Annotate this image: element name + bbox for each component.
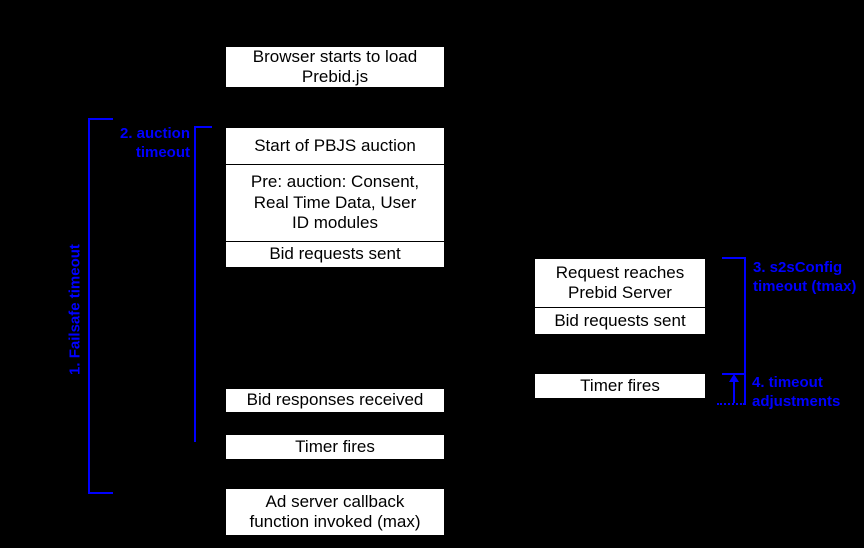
failsafe-bracket-bottom-tick (88, 492, 113, 494)
failsafe-bracket-line (88, 118, 90, 494)
timer-fires-client-box: Timer fires (225, 434, 445, 460)
adjustment-dotted-line (717, 403, 745, 405)
s2sconfig-bracket-line (744, 257, 746, 405)
s2sconfig-timeout-label: 3. s2sConfig timeout (tmax) (753, 259, 857, 295)
failsafe-bracket-top-tick (88, 118, 113, 120)
bid-responses-received-box: Bid responses received (225, 388, 445, 413)
bid-requests-sent-server-box: Bid requests sent (534, 307, 706, 335)
bid-requests-sent-client-box: Bid requests sent (225, 241, 445, 268)
timer-fires-server-box: Timer fires (534, 373, 706, 399)
start-auction-box: Start of PBJS auction (225, 127, 445, 165)
up-arrow-icon (733, 381, 735, 403)
timeout-adjustments-label: 4. timeout adjustments (752, 374, 841, 410)
pre-auction-modules-box: Pre: auction: Consent, Real Time Data, U… (225, 164, 445, 242)
auction-bracket-top-tick (194, 126, 212, 128)
failsafe-timeout-label: 1. Failsafe timeout (66, 244, 84, 375)
request-reaches-server-box: Request reaches Prebid Server (534, 258, 706, 308)
auction-bracket-line (194, 126, 196, 442)
up-arrow-head-icon (729, 374, 739, 382)
browser-load-box: Browser starts to load Prebid.js (225, 46, 445, 88)
s2sconfig-bracket-top-tick (722, 257, 746, 259)
auction-timeout-label: 2. auction timeout (119, 125, 190, 161)
ad-server-callback-box: Ad server callback function invoked (max… (225, 488, 445, 536)
